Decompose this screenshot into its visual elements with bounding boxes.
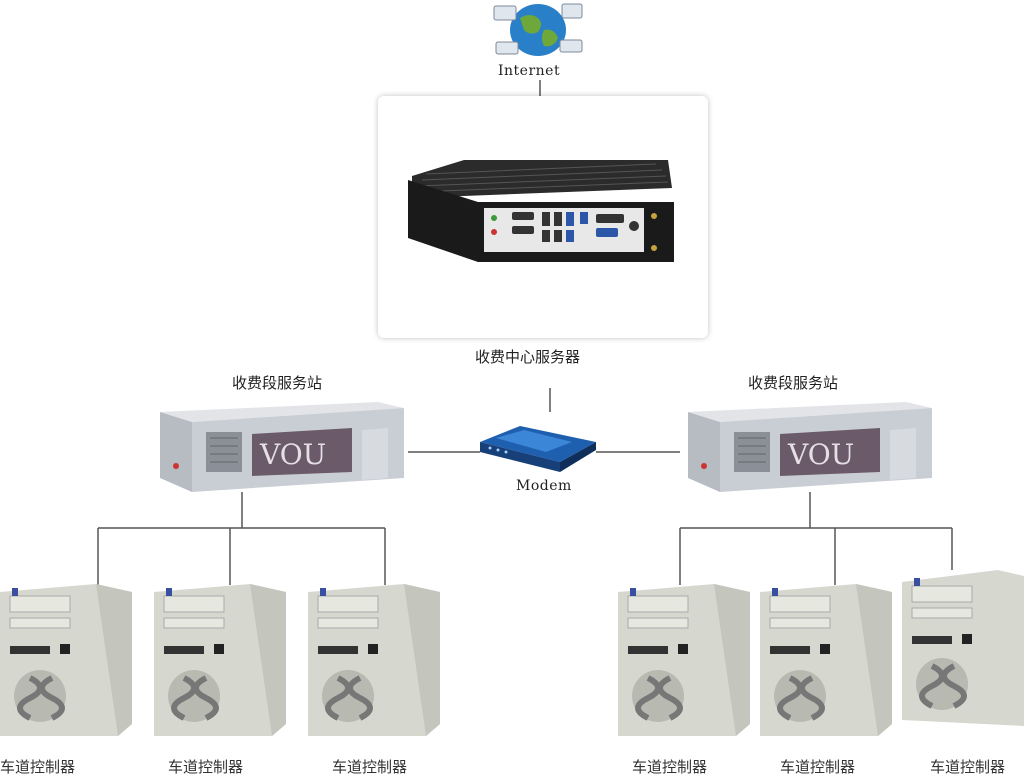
fanless-computer-icon <box>408 160 674 262</box>
modem-label: Modem <box>516 478 572 494</box>
lane-controller-label: 车道控制器 <box>930 758 1006 776</box>
center-server-label: 收费中心服务器 <box>475 348 581 366</box>
globe-icon <box>493 3 583 56</box>
internet-label: Internet <box>498 63 561 79</box>
station-left-label: 收费段服务站 <box>232 374 323 392</box>
rack-server-icon: VOU <box>160 402 404 492</box>
lane-controller-label: 车道控制器 <box>168 758 244 776</box>
lane-controller-label: 车道控制器 <box>332 758 408 776</box>
center-server-card <box>378 96 708 338</box>
tower-pc-icon <box>0 584 132 736</box>
tower-pc-icon <box>154 584 286 736</box>
svg-text:VOU: VOU <box>787 438 854 471</box>
svg-text:VOU: VOU <box>259 438 326 471</box>
tower-pc-icon <box>902 570 1024 726</box>
lane-controller-label: 车道控制器 <box>780 758 856 776</box>
modem-icon <box>480 426 596 472</box>
lane-controller-label: 车道控制器 <box>632 758 708 776</box>
tower-pc-icon <box>760 584 892 736</box>
station-right-label: 收费段服务站 <box>748 374 839 392</box>
tower-pc-icon <box>308 584 440 736</box>
rack-server-icon: VOU <box>688 402 932 492</box>
lane-controller-label: 车道控制器 <box>0 758 76 776</box>
tower-pc-icon <box>618 584 750 736</box>
